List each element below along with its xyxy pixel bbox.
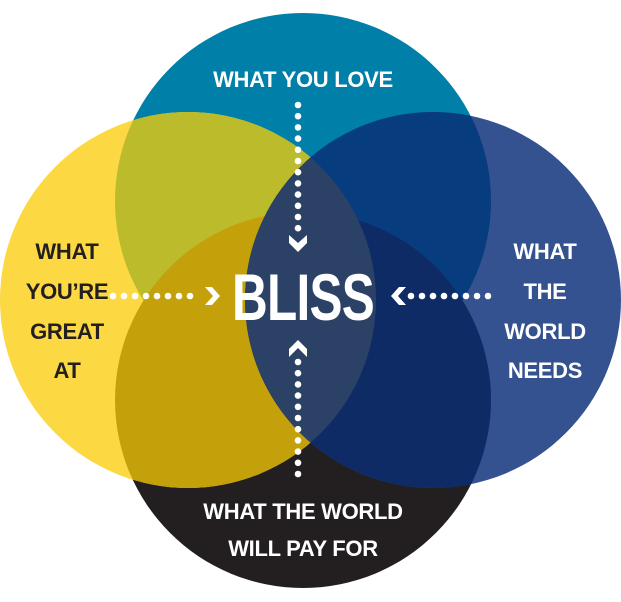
arrow-left-dot: [153, 292, 161, 300]
arrow-bottom-chevron-icon: [289, 340, 307, 357]
arrow-bottom-dot: [294, 358, 302, 366]
arrow-left-chevron-icon: [205, 287, 220, 305]
arrow-right-dot: [440, 292, 448, 300]
arrow-top-dot: [294, 191, 302, 198]
arrow-top-dot: [294, 202, 302, 210]
arrow-right-dot: [473, 292, 481, 300]
arrow-top-dot: [294, 112, 302, 120]
overlap-center: [245, 112, 376, 488]
arrow-bottom-dot: [294, 403, 302, 411]
label-left-line-2: YOU’RE: [26, 279, 109, 304]
arrow-top-dot: [294, 168, 302, 176]
arrow-top-dot: [294, 180, 302, 187]
label-top-line-1: WHAT YOU LOVE: [213, 67, 393, 92]
arrow-left-dot: [175, 292, 183, 300]
arrow-top-dot: [294, 224, 302, 232]
arrow-right-dot: [451, 292, 459, 300]
label-right-line-4: NEEDS: [508, 358, 582, 383]
label-left-line-4: AT: [53, 358, 81, 383]
arrow-bottom-dot: [294, 425, 302, 433]
arrow-right-dot: [462, 292, 470, 300]
arrow-top-dot: [294, 124, 302, 131]
arrow-left-dot: [164, 292, 172, 300]
arrow-right-dot: [418, 292, 426, 300]
arrows: [109, 101, 492, 478]
arrow-right-dot: [407, 292, 415, 300]
arrow-top-chevron-icon: [289, 235, 307, 252]
arrow-bottom-dot: [294, 381, 302, 388]
arrow-left-dot: [186, 292, 194, 300]
label-right-line-1: WHAT: [513, 239, 577, 264]
arrow-top-dot: [294, 135, 302, 142]
arrow-top-dot: [294, 146, 302, 154]
arrow-right-dot: [429, 292, 437, 300]
label-left-line-3: GREAT: [30, 319, 105, 344]
arrow-right-chevron-icon: [391, 287, 406, 305]
arrow-bottom-dot: [294, 392, 302, 399]
arrow-bottom-dot: [294, 414, 302, 422]
arrow-left-dot: [142, 292, 150, 300]
arrow-bottom-dot: [294, 437, 302, 444]
label-bottom-line-1: WHAT THE WORLD: [203, 499, 402, 524]
arrow-right-dot: [484, 292, 492, 300]
label-bottom-line-2: WILL PAY FOR: [228, 536, 378, 561]
arrow-bottom-dot: [294, 470, 302, 478]
label-left-line-1: WHAT: [35, 239, 99, 264]
arrow-top-dot: [294, 213, 302, 221]
arrow-left-dot: [109, 292, 117, 300]
arrow-top-dot: [294, 157, 302, 165]
arrow-bottom-dot: [294, 459, 302, 467]
arrow-left-dot: [120, 292, 128, 300]
arrow-top-dot: [294, 101, 302, 109]
center-label: BLISS: [232, 260, 374, 334]
label-right-line-3: WORLD: [504, 319, 586, 344]
arrow-bottom-dot: [294, 448, 302, 455]
label-right-line-2: THE: [523, 279, 566, 304]
arrow-left-dot: [131, 292, 139, 300]
arrow-bottom-dot: [294, 369, 302, 377]
